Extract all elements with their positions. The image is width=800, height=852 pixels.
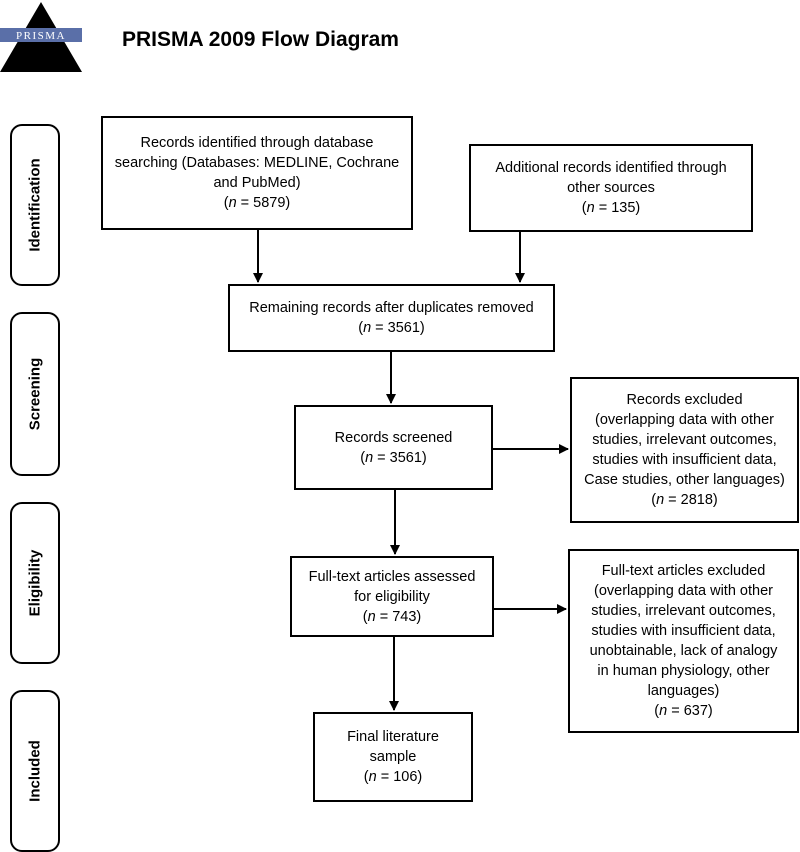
records-screened-n-symbol: n: [365, 449, 374, 466]
fulltext-assessed-text: Full-text articles assessed for eligibil…: [308, 568, 476, 605]
fulltext-excluded-count: = 637): [667, 703, 713, 719]
box-database-records: Records identified through database sear…: [101, 116, 413, 230]
box-records-excluded: Records excluded (overlapping data with …: [570, 377, 799, 523]
additional-records-text: Additional records identified through ot…: [495, 160, 727, 196]
after-duplicates-n-symbol: n: [363, 320, 372, 336]
database-records-text: Records identified through database sear…: [114, 135, 400, 191]
fulltext-excluded-n-symbol: n: [659, 703, 668, 719]
final-sample-count: = 106): [376, 769, 423, 785]
box-fulltext-excluded: Full-text articles excluded (overlapping…: [568, 549, 799, 733]
records-excluded-count: = 2818): [664, 492, 718, 508]
records-screened-text: Records screened: [334, 429, 453, 446]
phase-eligibility: Eligibility: [10, 502, 60, 664]
fulltext-excluded-text: Full-text articles excluded (overlapping…: [589, 563, 778, 699]
box-after-duplicates: Remaining records after duplicates remov…: [228, 284, 555, 352]
logo-text: PRISMA: [16, 30, 66, 42]
additional-records-n-symbol: n: [586, 200, 595, 216]
after-duplicates-text: Remaining records after duplicates remov…: [249, 300, 534, 316]
box-additional-records: Additional records identified through ot…: [469, 144, 753, 232]
prisma-logo: PRISMA: [0, 0, 82, 72]
database-records-n-symbol: n: [228, 195, 237, 211]
records-excluded-n-symbol: n: [656, 492, 665, 508]
database-records-count: = 5879): [236, 195, 291, 211]
after-duplicates-count: = 3561): [371, 320, 425, 336]
additional-records-count: = 135): [594, 200, 641, 216]
records-screened-count: = 3561): [373, 449, 427, 466]
phase-included: Included: [10, 690, 60, 852]
final-sample-n-symbol: n: [368, 769, 377, 785]
phase-screening: Screening: [10, 312, 60, 476]
box-fulltext-assessed: Full-text articles assessed for eligibil…: [290, 556, 494, 637]
fulltext-assessed-n-symbol: n: [367, 608, 376, 625]
final-sample-text: Final literature sample: [347, 729, 439, 765]
box-records-screened: Records screened (n = 3561): [294, 405, 493, 490]
box-final-sample: Final literature sample (n = 106): [313, 712, 473, 802]
records-excluded-text: Records excluded (overlapping data with …: [584, 392, 785, 488]
page-title: PRISMA 2009 Flow Diagram: [122, 28, 399, 51]
fulltext-assessed-count: = 743): [375, 608, 422, 625]
phase-identification: Identification: [10, 124, 60, 286]
